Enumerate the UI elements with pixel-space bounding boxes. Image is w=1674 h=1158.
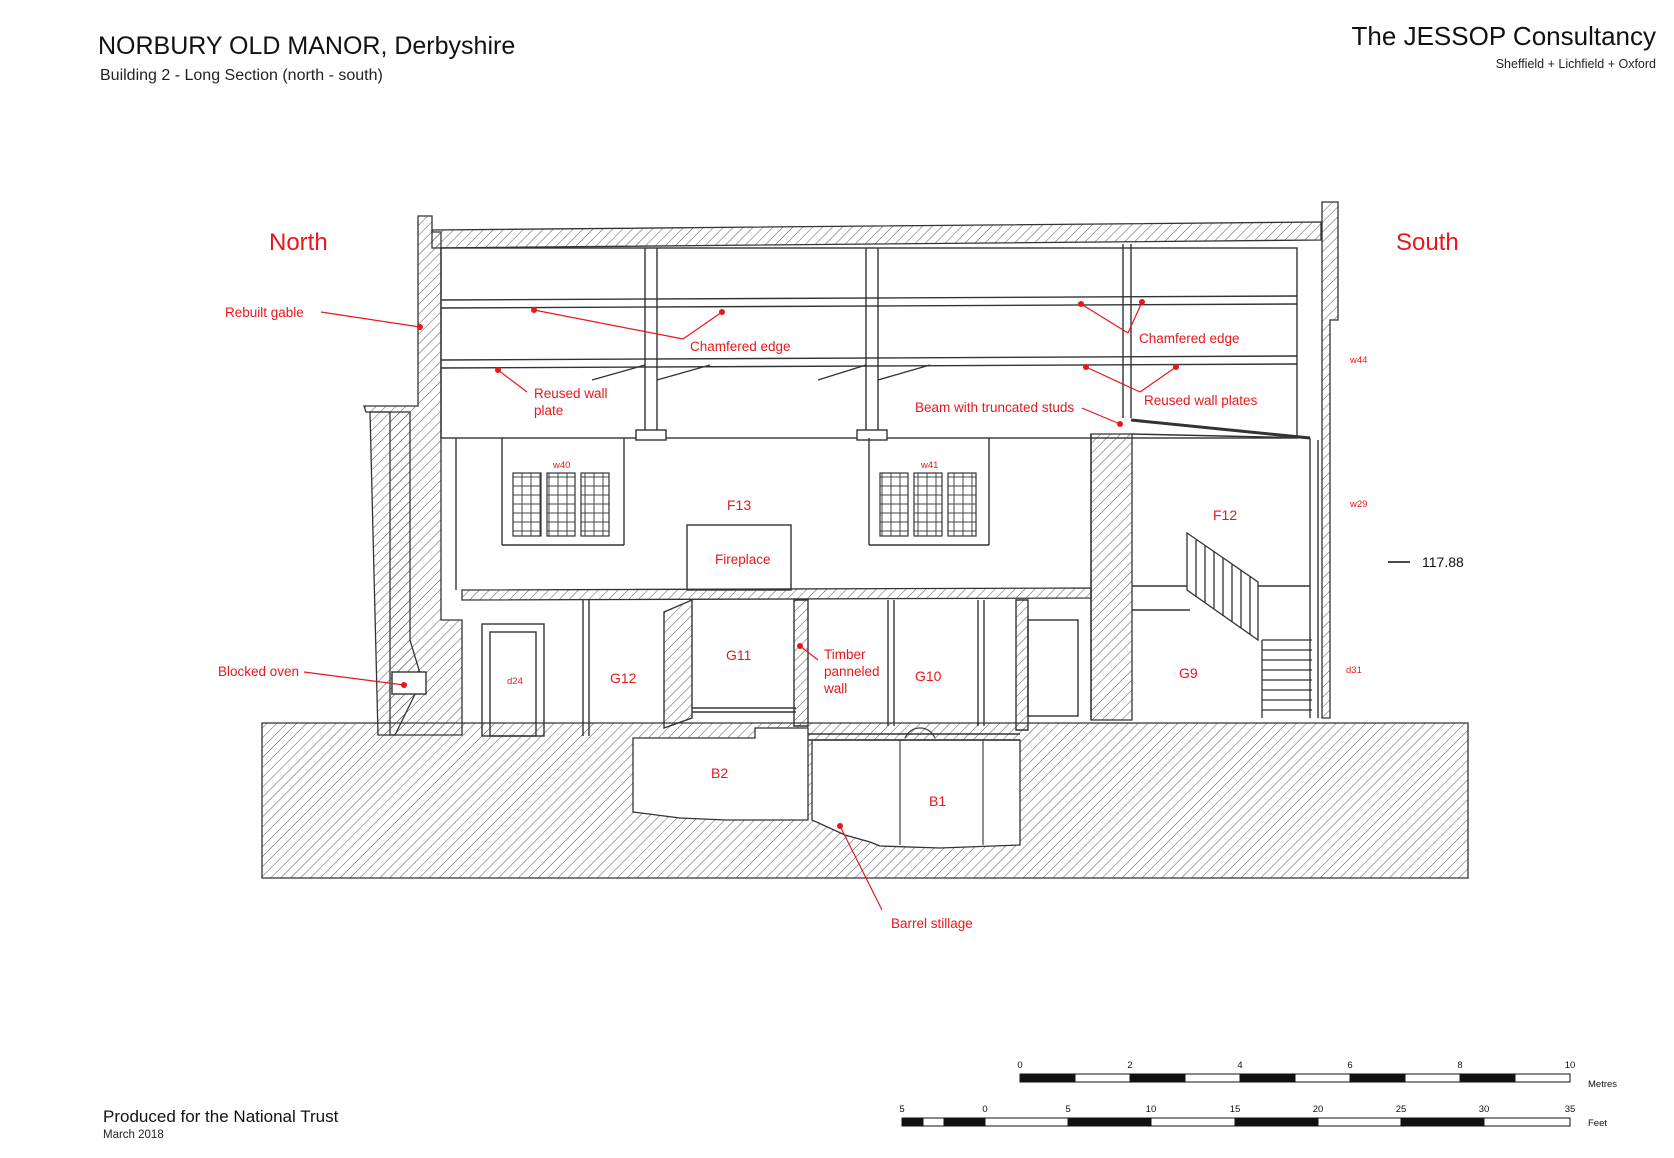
room-b2: B2 <box>711 765 728 781</box>
feet-tick: 25 <box>1396 1104 1407 1115</box>
feet-scale <box>901 1117 1571 1127</box>
room-fireplace: Fireplace <box>715 552 771 567</box>
note-chamfered-edge-south: Chamfered edge <box>1139 331 1240 346</box>
room-g12: G12 <box>610 670 637 686</box>
firm-offices: Sheffield + Lichfield + Oxford <box>1495 57 1656 71</box>
feet-tick: 35 <box>1565 1104 1576 1115</box>
feet-tick: 5 <box>899 1104 904 1115</box>
produced-for: Produced for the National Trust <box>103 1107 339 1126</box>
feet-tick: 20 <box>1313 1104 1324 1115</box>
window-w44-label: w44 <box>1349 355 1367 366</box>
metres-tick: 6 <box>1347 1060 1352 1071</box>
note-reused-wall-plate-1: Reused wall <box>534 386 608 401</box>
south-label: South <box>1396 229 1459 256</box>
room-b1: B1 <box>929 793 946 809</box>
drawing-date: March 2018 <box>103 1129 164 1141</box>
ground-hatch <box>261 722 1469 879</box>
window-w40 <box>512 472 610 537</box>
leader-lines <box>303 301 1177 911</box>
feet-ticks: 5 0 5 10 15 20 25 30 35 <box>899 1104 1575 1115</box>
cellar-lines <box>899 727 984 845</box>
roof-beam <box>431 221 1322 249</box>
note-reused-wall-plates: Reused wall plates <box>1144 393 1258 408</box>
south-chimney <box>1090 433 1133 721</box>
metres-label: Metres <box>1588 1079 1617 1090</box>
note-timber-2: panneled <box>824 664 880 679</box>
note-rebuilt-gable: Rebuilt gable <box>225 305 304 320</box>
note-beam-truncated-studs: Beam with truncated studs <box>915 400 1074 415</box>
note-chamfered-edge-north: Chamfered edge <box>690 339 791 354</box>
staircase <box>1186 531 1312 718</box>
attic-frame <box>440 244 1311 441</box>
room-f13: F13 <box>727 497 751 513</box>
metres-scale <box>1019 1073 1571 1083</box>
feet-label: Feet <box>1588 1118 1607 1129</box>
first-floor <box>455 433 1319 720</box>
feet-tick: 30 <box>1479 1104 1490 1115</box>
note-barrel-stillage: Barrel stillage <box>891 916 973 931</box>
window-w41 <box>879 472 977 537</box>
note-reused-wall-plate-2: plate <box>534 403 563 418</box>
metres-ticks: 0 2 4 6 8 10 <box>1017 1060 1575 1071</box>
note-blocked-oven: Blocked oven <box>218 664 299 679</box>
feet-tick: 15 <box>1230 1104 1241 1115</box>
page-title: NORBURY OLD MANOR, Derbyshire <box>98 32 516 60</box>
south-wall <box>1321 201 1339 719</box>
page-subtitle: Building 2 - Long Section (north - south… <box>100 67 383 84</box>
metres-tick: 4 <box>1237 1060 1242 1071</box>
feet-tick: 5 <box>1065 1104 1070 1115</box>
metres-tick: 2 <box>1127 1060 1132 1071</box>
metres-tick: 10 <box>1565 1060 1576 1071</box>
ground-floor <box>391 598 1079 741</box>
room-f12: F12 <box>1213 507 1237 523</box>
level-value: 117.88 <box>1422 554 1464 570</box>
door-d24: d24 <box>507 676 523 687</box>
window-w29-label: w29 <box>1349 499 1367 510</box>
room-g9: G9 <box>1179 665 1198 681</box>
firm-name: The JESSOP Consultancy <box>1351 21 1656 51</box>
note-timber-3: wall <box>823 681 847 696</box>
note-timber-1: Timber <box>824 647 866 662</box>
door-d31: d31 <box>1346 665 1362 676</box>
north-label: North <box>269 229 328 256</box>
floor-band <box>461 587 1092 601</box>
feet-tick: 0 <box>982 1104 987 1115</box>
room-g10: G10 <box>915 668 942 684</box>
room-g11: G11 <box>726 647 752 663</box>
feet-tick: 10 <box>1146 1104 1157 1115</box>
metres-tick: 8 <box>1457 1060 1462 1071</box>
metres-tick: 0 <box>1017 1060 1022 1071</box>
leader-dots <box>401 299 1179 829</box>
window-w41-label: w41 <box>920 460 938 471</box>
window-w40-label: w40 <box>552 460 570 471</box>
